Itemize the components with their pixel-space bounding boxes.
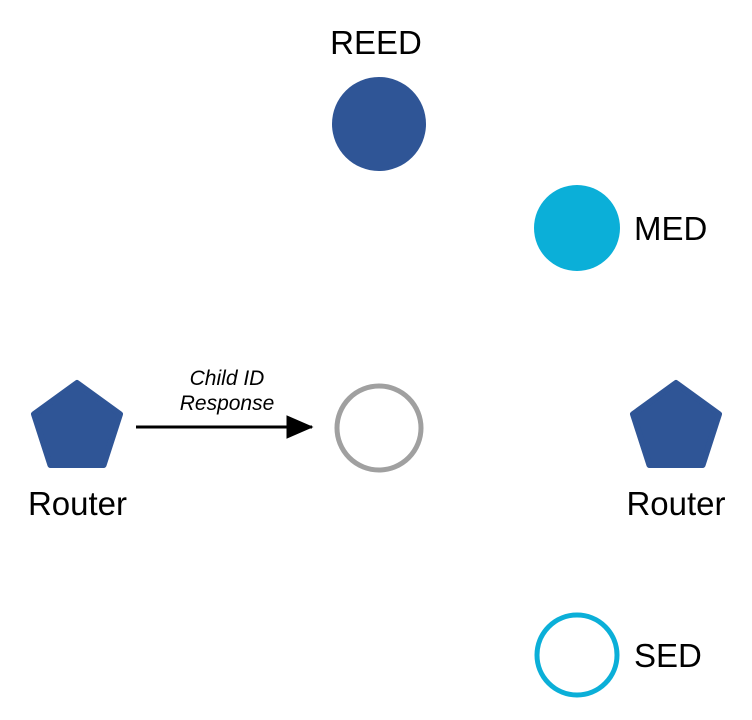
node-label-router-right: Router [626, 485, 726, 522]
node-reed-circle[interactable] [332, 77, 426, 171]
node-label-med: MED [634, 210, 708, 247]
node-label-reed: REED [330, 24, 422, 61]
node-label-sed: SED [634, 637, 702, 674]
node-label-router-left: Router [27, 485, 128, 522]
edge-label-line-1: Child ID [189, 367, 265, 390]
node-sed-circle[interactable] [534, 612, 620, 698]
node-router-left-pentagon[interactable] [31, 380, 123, 468]
edge-label-line-2: Response [179, 392, 275, 415]
node-joiner-center-circle[interactable] [334, 383, 424, 473]
node-router-right-pentagon[interactable] [630, 380, 722, 468]
edge-label-child-id-response: Child ID Response [152, 366, 302, 416]
node-med-circle[interactable] [534, 185, 620, 271]
